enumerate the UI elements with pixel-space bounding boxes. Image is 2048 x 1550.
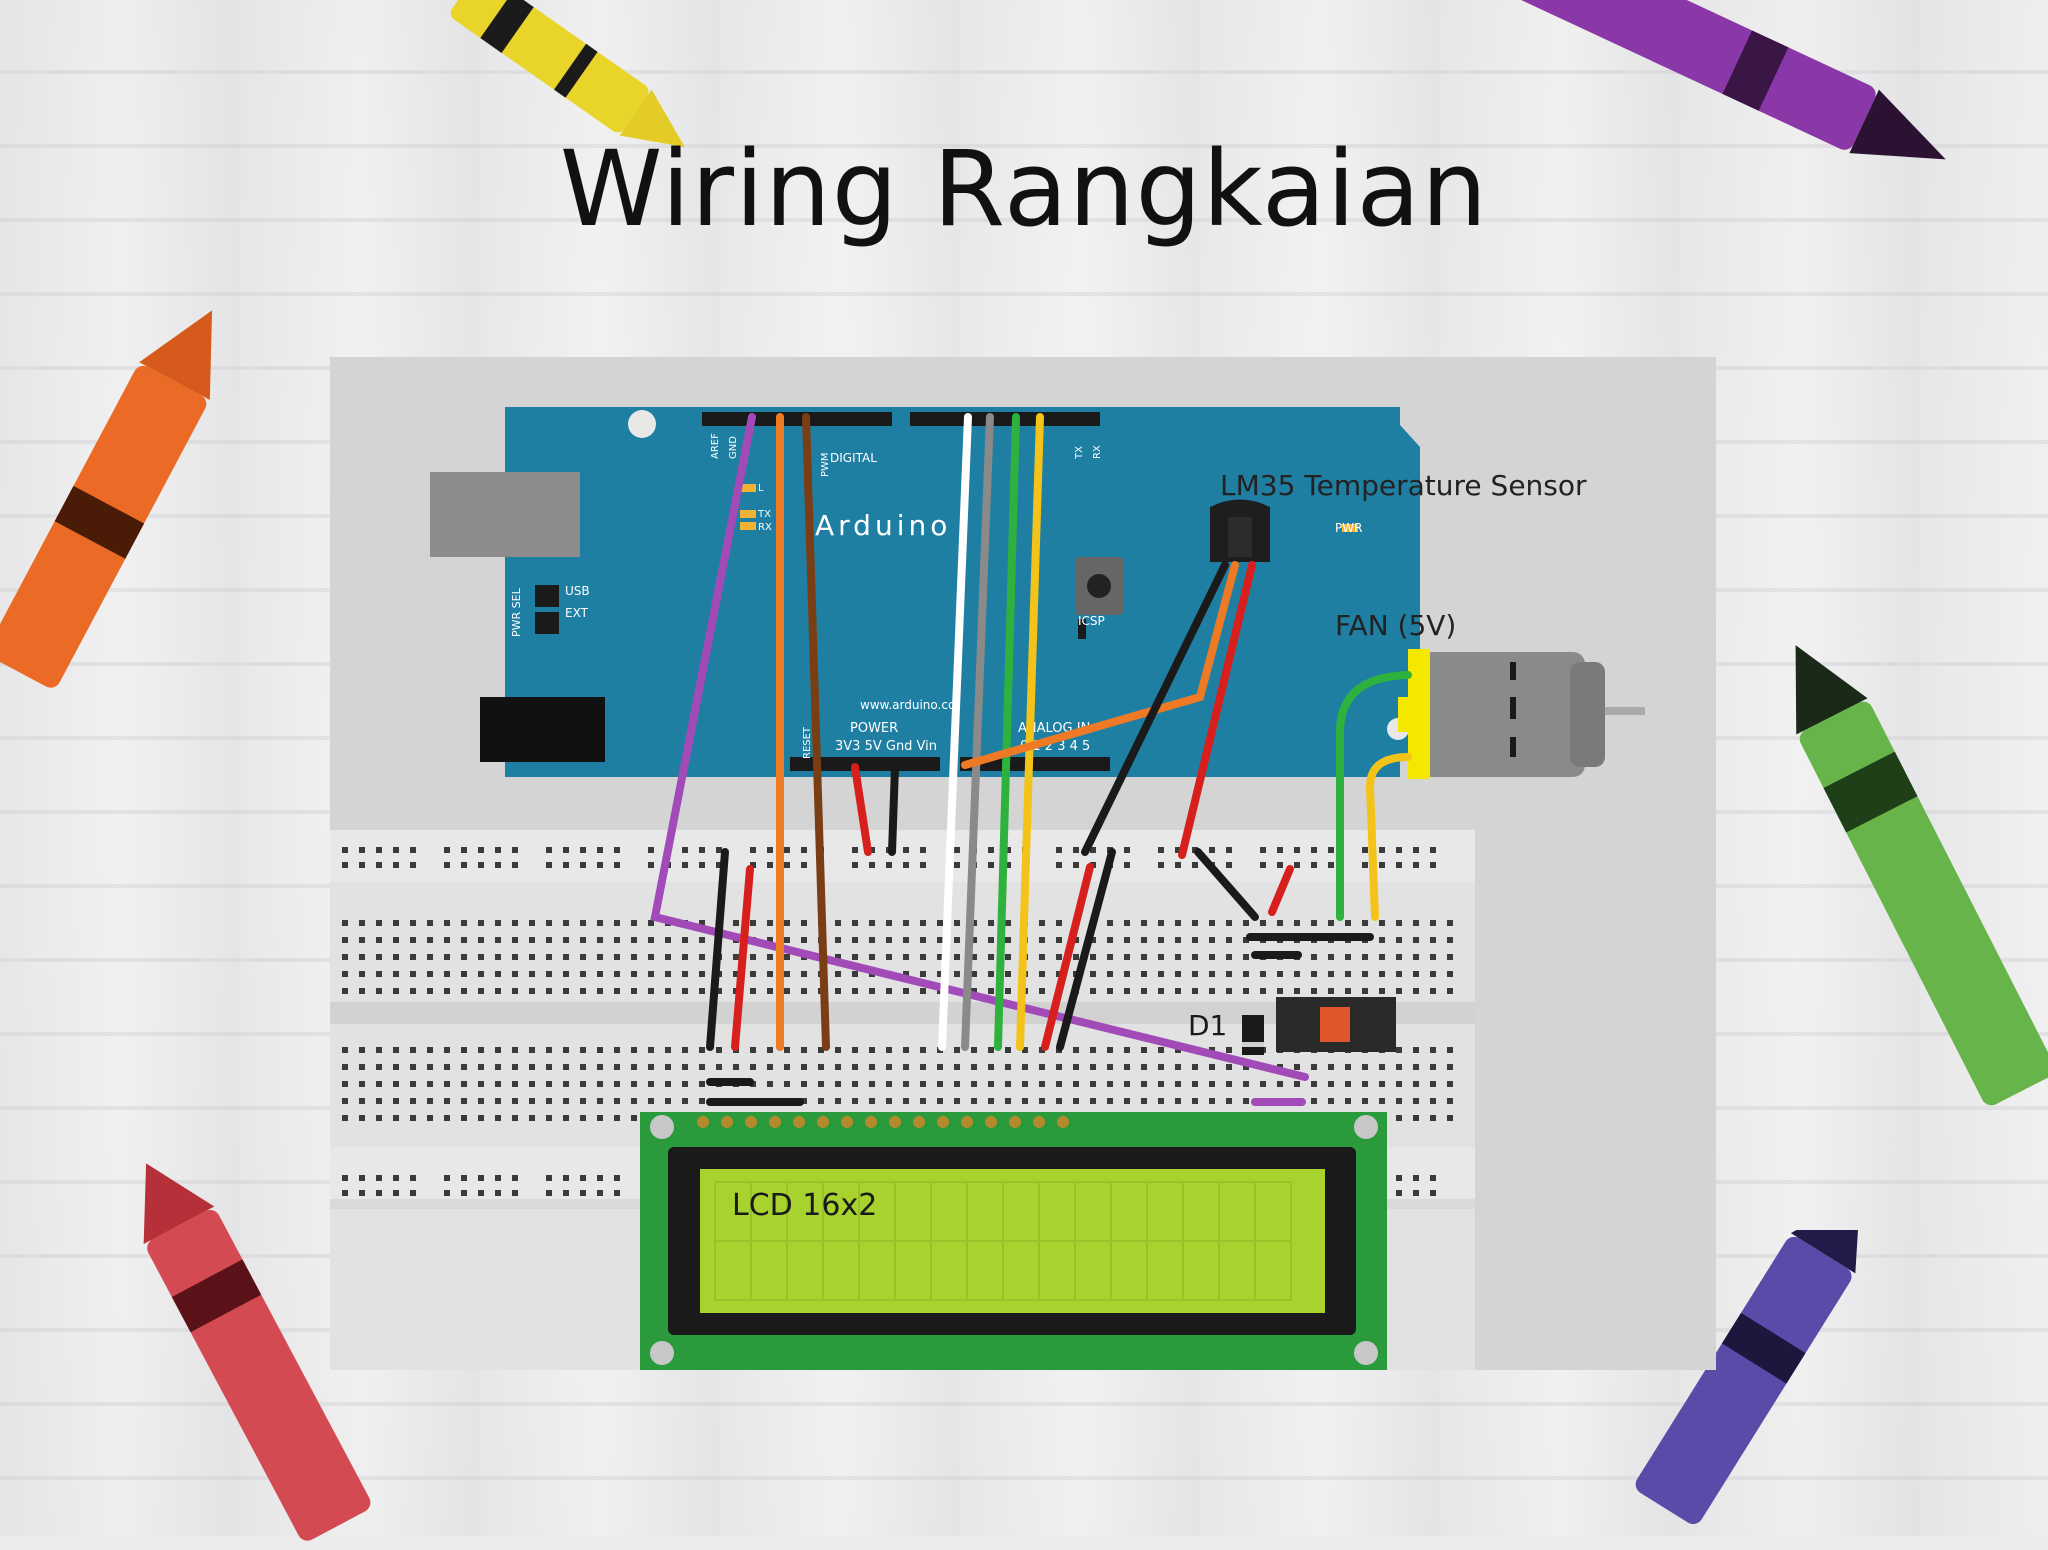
fan-motor: FAN (5V): [1335, 609, 1645, 779]
wire-black-bb: [1194, 848, 1259, 921]
pwr-led-label: PWR: [1335, 521, 1362, 535]
wire-gray: [961, 413, 994, 1051]
lcd-module: LCD 16x2: [640, 1112, 1387, 1370]
icsp-label: ICSP: [1078, 614, 1105, 628]
diode-label: D1: [1188, 1009, 1227, 1042]
wire-black-left: [706, 848, 729, 1051]
tx-header-label: TX: [1074, 446, 1085, 460]
ext-label: EXT: [565, 606, 589, 620]
red-crayon-icon: [143, 1163, 371, 1541]
pwr-sel-jumper: [535, 585, 559, 607]
aref-label: AREF: [710, 433, 721, 459]
wire-yellow: [1016, 413, 1044, 1051]
wire-black-gnd: [888, 763, 899, 856]
orange-crayon-icon: [0, 310, 213, 688]
digital-label: DIGITAL: [830, 451, 877, 465]
reset-label: RESET: [802, 726, 813, 759]
pwr-sel-label: PWR SEL: [510, 587, 523, 637]
wire-brown: [802, 413, 830, 1051]
lcd-character-grid: [714, 1181, 1292, 1301]
wire-red-left: [731, 865, 754, 1051]
tx-led-label: TX: [757, 509, 771, 520]
yellow-crayon-icon: [450, 0, 685, 148]
lcd-label: LCD 16x2: [732, 1188, 877, 1223]
pwm-label: PWM: [820, 452, 831, 477]
purple-crayon-icon: [1499, 0, 1946, 160]
green-crayon-icon: [1795, 645, 2048, 1106]
circuit-diagram: Arduino www.arduino.cc DIGITAL POWER ANA…: [330, 357, 1716, 1370]
lm35-sensor: LM35 Temperature Sensor: [1210, 469, 1587, 562]
power-label: POWER: [850, 721, 898, 736]
wire-white: [938, 413, 972, 1051]
wire-fan-green: [1336, 671, 1412, 921]
rx-led-label: RX: [758, 522, 772, 533]
fan-label: FAN (5V): [1335, 609, 1456, 642]
rx-header-label: RX: [1092, 445, 1103, 459]
wire-fan-yellow: [1365, 753, 1412, 921]
wire-sensor-vcc: [1178, 561, 1256, 859]
transistor-relay: [1276, 997, 1396, 1052]
wire-purple: [650, 413, 1309, 1081]
diode-d1: D1: [1188, 1009, 1264, 1055]
wire-red-5v: [851, 763, 872, 856]
arduino-brand: Arduino: [815, 509, 951, 542]
wire-black-mid: [1056, 848, 1116, 1051]
arduino-url: www.arduino.cc: [860, 698, 955, 712]
usb-port: [430, 472, 580, 557]
gnd-header-label: GND: [728, 436, 739, 459]
wire-sensor-signal: [961, 561, 1239, 769]
l-led-label: L: [758, 483, 764, 494]
power-jack: [480, 697, 605, 762]
led-indicators: [740, 484, 1358, 532]
slide-title: Wiring Rangkaian: [559, 128, 1489, 250]
lcd-header-pins: [697, 1116, 1069, 1128]
sensor-label: LM35 Temperature Sensor: [1220, 469, 1587, 502]
power-pins-label: 3V3 5V Gnd Vin: [835, 739, 937, 754]
wire-sensor-gnd: [1081, 561, 1229, 856]
wire-green: [994, 413, 1020, 1051]
arduino-board: Arduino www.arduino.cc DIGITAL POWER ANA…: [430, 407, 1420, 777]
usb-label: USB: [565, 584, 590, 598]
wire-red-bb: [1268, 865, 1294, 916]
blue-crayon-icon: [1635, 1230, 1861, 1525]
wire-red-mid: [1041, 863, 1094, 1051]
wires: [650, 413, 1412, 1106]
